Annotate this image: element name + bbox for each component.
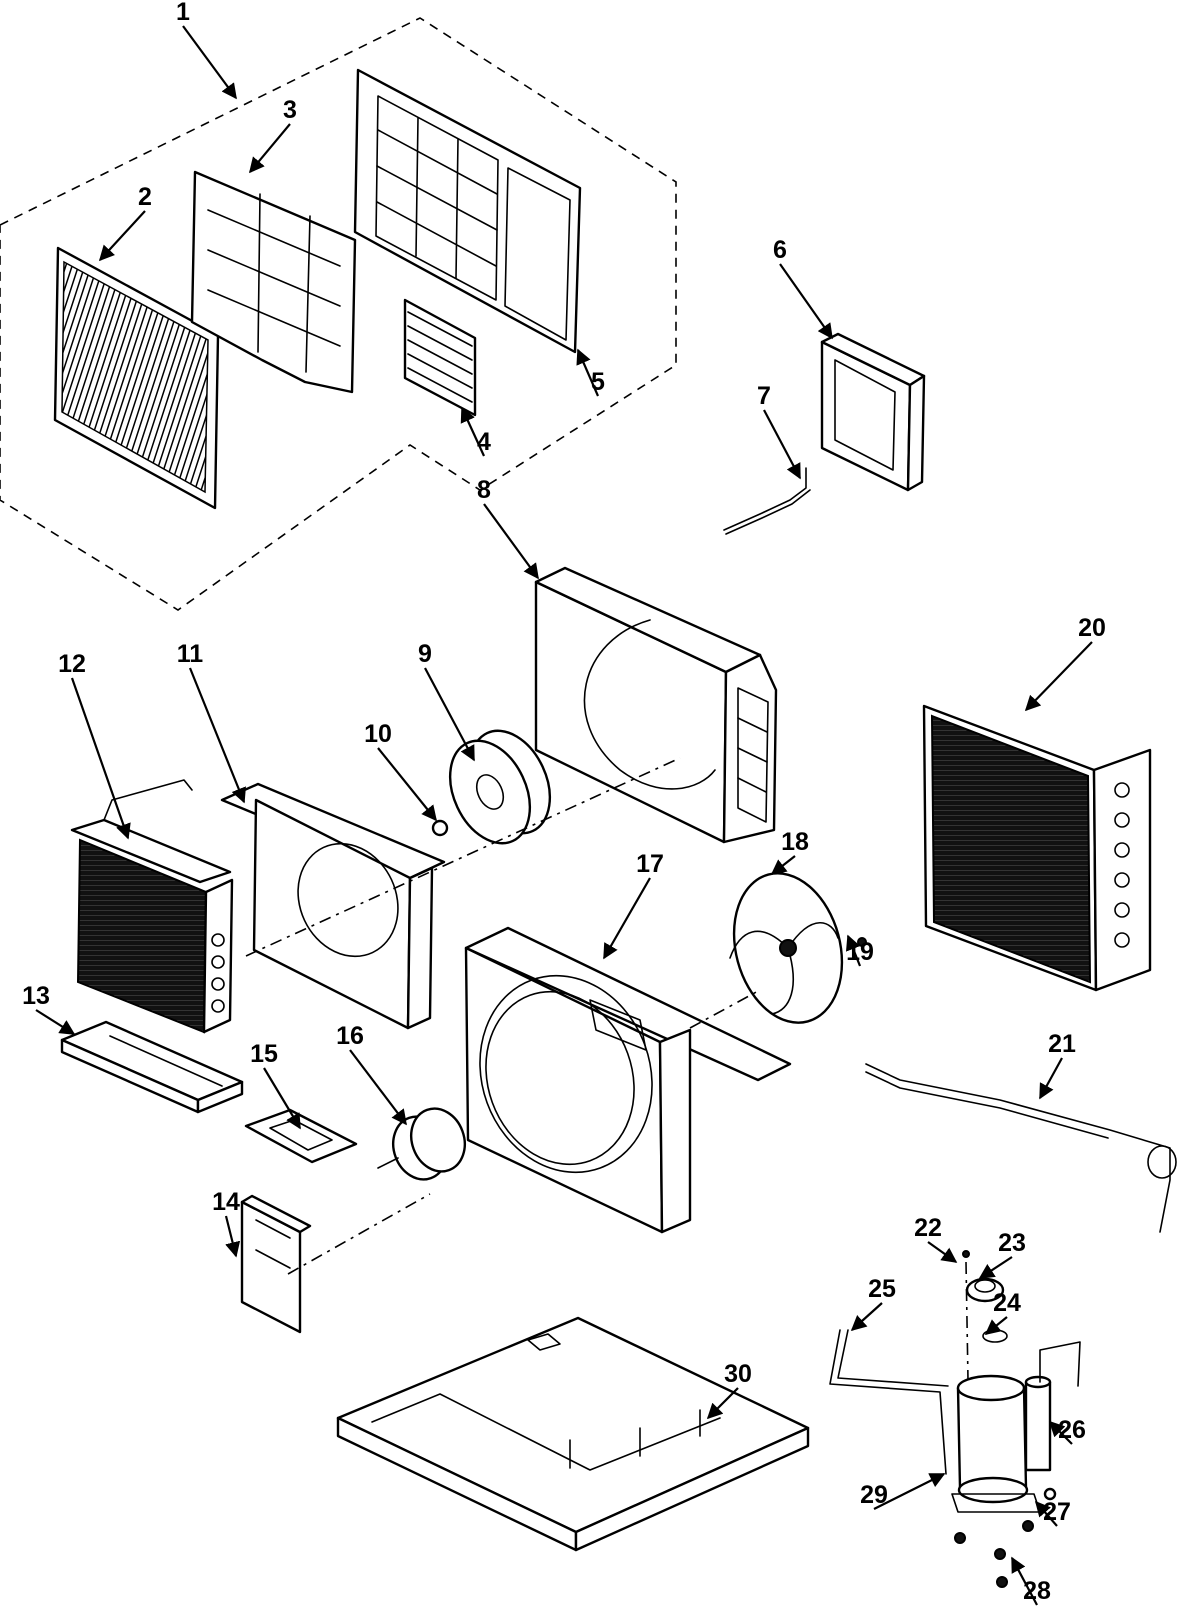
- compressor: [951, 1374, 1041, 1513]
- callout-number-15: 15: [250, 1040, 278, 1068]
- callout-leader-20: [1024, 641, 1093, 712]
- callout-leader-15: [263, 1067, 301, 1130]
- callout-leader-4: [460, 406, 485, 457]
- control-box: [820, 332, 926, 492]
- control-bracket: [240, 1194, 312, 1334]
- capillary-tube: [865, 1063, 1177, 1233]
- screw: [962, 1250, 970, 1258]
- orifice-plate: [220, 782, 446, 1030]
- louver-assembly: [403, 298, 477, 417]
- callout-number-17: 17: [636, 850, 664, 878]
- callout-leader-27: [1034, 1500, 1058, 1527]
- callout-leader-26: [1048, 1420, 1073, 1445]
- gasket: [982, 1329, 1008, 1343]
- callout-leader-19: [845, 934, 862, 967]
- sensor-wire: [723, 467, 811, 535]
- callout-leader-9: [424, 667, 475, 762]
- callout-number-6: 6: [773, 236, 787, 264]
- callout-number-11: 11: [177, 640, 204, 668]
- callout-number-20: 20: [1078, 614, 1106, 642]
- callout-leader-10: [377, 747, 437, 822]
- discharge-tube: [829, 1329, 949, 1475]
- callout-leader-1: [182, 25, 237, 100]
- blower-wheel: [448, 729, 552, 845]
- callout-number-19: 19: [846, 938, 874, 966]
- drain-pan: [60, 1020, 244, 1114]
- motor-mount: [244, 1108, 358, 1164]
- air-filter: [190, 170, 357, 394]
- callout-leader-28: [1011, 1556, 1038, 1606]
- callout-number-26: 26: [1058, 1416, 1086, 1444]
- callout-leader-12: [70, 677, 131, 840]
- condenser-shroud: [464, 926, 792, 1234]
- callout-number-10: 10: [364, 720, 392, 748]
- evaporator-coil: [70, 779, 234, 1034]
- callout-number-7: 7: [757, 382, 771, 410]
- callout-leader-17: [603, 877, 651, 960]
- accumulator: [1024, 1341, 1081, 1472]
- callout-leader-8: [483, 503, 539, 580]
- callout-number-27: 27: [1043, 1498, 1071, 1526]
- callout-number-9: 9: [418, 640, 432, 668]
- callout-leader-29: [873, 1473, 946, 1510]
- callout-leader-22: [927, 1241, 958, 1263]
- callout-number-24: 24: [993, 1289, 1021, 1317]
- condenser-coil: [922, 704, 1152, 992]
- fan-motor: [377, 1107, 466, 1181]
- callout-number-14: 14: [212, 1188, 240, 1216]
- callout-number-16: 16: [336, 1022, 364, 1050]
- callout-leader-5: [576, 348, 600, 397]
- callout-leader-2: [98, 210, 146, 262]
- callout-labels: 1234567891011121314151617181920212223242…: [22, 0, 1106, 1606]
- callout-leader-18: [770, 855, 796, 875]
- callout-leader-3: [249, 123, 291, 174]
- front-panel-assembly-boundary: [0, 17, 677, 611]
- callout-number-4: 4: [477, 428, 491, 456]
- callout-leader-25: [850, 1302, 883, 1332]
- callout-number-13: 13: [22, 982, 50, 1010]
- callout-leader-23: [978, 1256, 1013, 1279]
- front-panel-frame: [353, 68, 582, 354]
- front-grille: [53, 246, 220, 510]
- callout-leader-21: [1039, 1057, 1063, 1100]
- callout-number-21: 21: [1048, 1030, 1076, 1058]
- callout-number-8: 8: [477, 476, 491, 504]
- assembly-axis-lines: [245, 757, 969, 1381]
- callout-number-5: 5: [591, 368, 605, 396]
- callout-leader-16: [349, 1049, 407, 1126]
- callout-number-12: 12: [58, 650, 86, 678]
- callout-number-28: 28: [1023, 1577, 1051, 1605]
- callout-leader-24: [984, 1316, 1008, 1335]
- grommet: [1043, 1487, 1057, 1501]
- callout-number-30: 30: [724, 1360, 752, 1388]
- callout-number-29: 29: [860, 1481, 888, 1509]
- callout-leader-14: [224, 1215, 241, 1258]
- callout-number-1: 1: [176, 0, 190, 26]
- scroll-housing: [534, 566, 778, 844]
- callout-number-22: 22: [914, 1214, 942, 1242]
- mounting-nut: [954, 1520, 1034, 1588]
- callout-number-2: 2: [138, 183, 152, 211]
- base-pan: [336, 1316, 810, 1552]
- callout-leader-30: [706, 1387, 739, 1420]
- callout-leader-13: [35, 1009, 76, 1035]
- callout-number-3: 3: [283, 96, 297, 124]
- callout-number-25: 25: [868, 1275, 896, 1303]
- condenser-fan: [729, 872, 844, 1024]
- callout-number-23: 23: [998, 1229, 1026, 1257]
- callout-number-18: 18: [781, 828, 809, 856]
- nut: [431, 819, 449, 837]
- callout-leader-11: [188, 667, 246, 804]
- callout-leader-7: [763, 409, 801, 480]
- callout-leader-6: [779, 263, 833, 340]
